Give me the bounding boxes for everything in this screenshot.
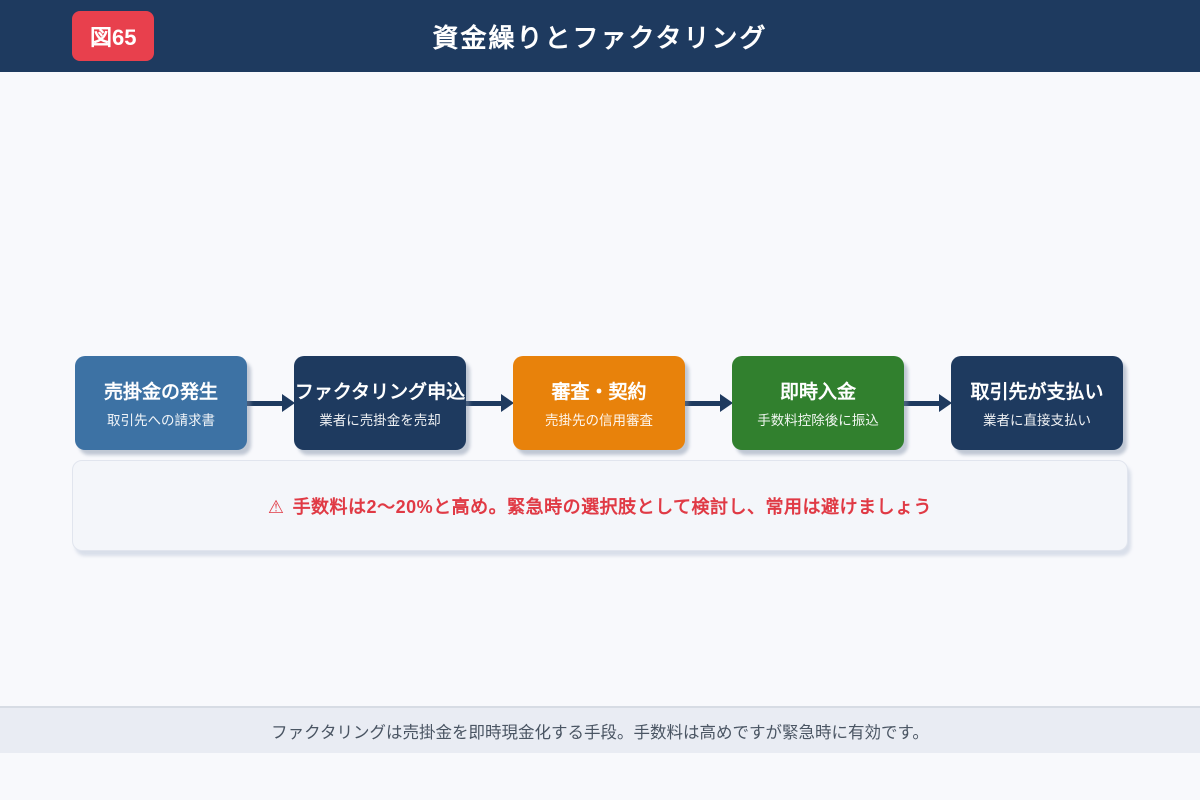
arrow-line — [903, 400, 939, 406]
step-title: ファクタリング申込 — [294, 382, 466, 403]
warning-callout: ⚠ 手数料は2〜20%と高め。緊急時の選択肢として検討し、常用は避けましょう — [72, 460, 1128, 551]
step-subtitle: 手数料控除後に振込 — [757, 413, 879, 428]
warning-message: 手数料は2〜20%と高め。緊急時の選択肢として検討し、常用は避けましょう — [292, 496, 933, 517]
step-title: 取引先が支払い — [970, 382, 1104, 403]
arrow-head — [939, 394, 952, 412]
arrow-line — [246, 400, 282, 406]
flow-step-screening: 審査・契約 売掛先の信用審査 — [513, 356, 685, 450]
factoring-flow: 売掛金の発生 取引先への請求書 ファクタリング申込 業者に売掛金を売却 審査・契… — [75, 356, 1123, 450]
step-subtitle: 業者に直接支払い — [983, 413, 1091, 428]
arrow-line — [684, 400, 720, 406]
footer-note: ファクタリングは売掛金を即時現金化する手段。手数料は高めですが緊急時に有効です。 — [271, 723, 929, 742]
arrow-right-icon — [465, 392, 514, 414]
step-title: 即時入金 — [779, 382, 856, 403]
arrow-right-icon — [903, 392, 952, 414]
warning-text: ⚠ 手数料は2〜20%と高め。緊急時の選択肢として検討し、常用は避けましょう — [268, 493, 932, 519]
step-title: 売掛金の発生 — [103, 382, 218, 403]
footer-note-bar: ファクタリングは売掛金を即時現金化する手段。手数料は高めですが緊急時に有効です。 — [0, 706, 1200, 753]
title-bar: 図65 資金繰りとファクタリング — [0, 0, 1200, 72]
arrow-head — [282, 394, 295, 412]
arrow-line — [465, 400, 501, 406]
step-subtitle: 業者に売掛金を売却 — [319, 413, 441, 428]
diagram-canvas: 売掛金の発生 取引先への請求書 ファクタリング申込 業者に売掛金を売却 審査・契… — [0, 72, 1200, 753]
warning-icon: ⚠ — [267, 496, 285, 517]
figure-number-badge: 図65 — [72, 11, 155, 61]
arrow-right-icon — [246, 392, 295, 414]
page-title: 資金繰りとファクタリング — [432, 22, 768, 53]
step-subtitle: 取引先への請求書 — [107, 413, 215, 428]
flow-step-receivable: 売掛金の発生 取引先への請求書 — [75, 356, 247, 450]
flow-step-application: ファクタリング申込 業者に売掛金を売却 — [294, 356, 466, 450]
step-subtitle: 売掛先の信用審査 — [545, 413, 653, 428]
flow-step-client-pays: 取引先が支払い 業者に直接支払い — [951, 356, 1123, 450]
arrow-head — [720, 394, 733, 412]
flow-step-payment-in: 即時入金 手数料控除後に振込 — [732, 356, 904, 450]
arrow-right-icon — [684, 392, 733, 414]
arrow-head — [501, 394, 514, 412]
step-title: 審査・契約 — [551, 382, 647, 403]
